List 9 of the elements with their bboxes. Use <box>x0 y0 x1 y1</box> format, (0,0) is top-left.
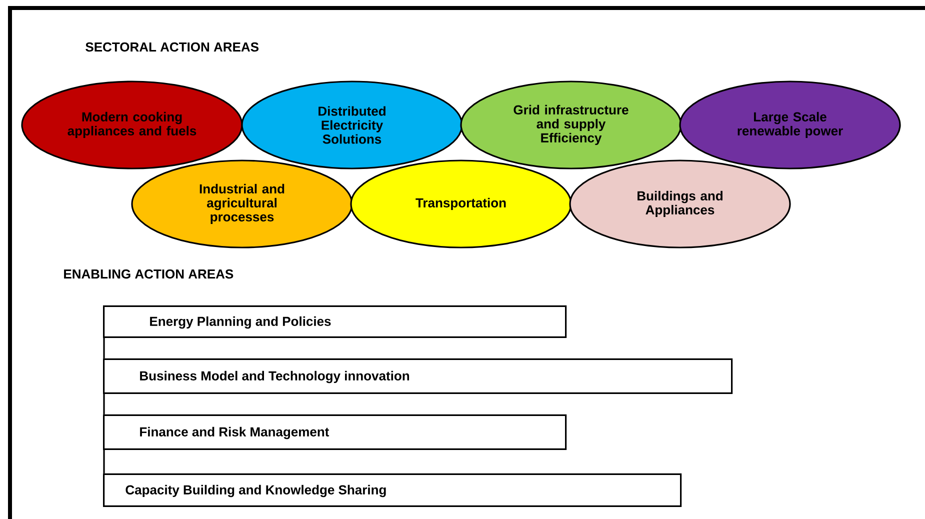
bar-box: Business Model and Technology innovation <box>103 358 733 394</box>
connector-line <box>103 338 105 358</box>
bar-box: Capacity Building and Knowledge Sharing <box>103 473 682 507</box>
connector-line <box>103 450 105 474</box>
bar-box: Finance and Risk Management <box>103 414 567 450</box>
bar-box: Energy Planning and Policies <box>103 305 567 338</box>
section-heading: SECTORAL ACTION AREAS <box>86 42 259 52</box>
connector-line <box>103 394 105 414</box>
section-heading: ENABLING ACTION AREAS <box>64 269 234 279</box>
